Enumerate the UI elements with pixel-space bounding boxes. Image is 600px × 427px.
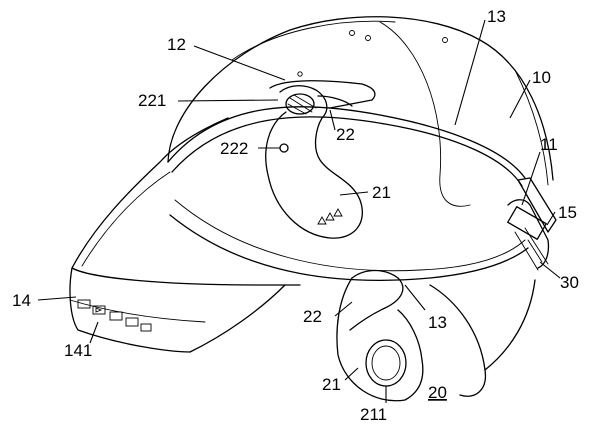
label-21-upper: 21: [372, 183, 391, 202]
label-30: 30: [560, 273, 579, 292]
label-13-top: 13: [487, 7, 506, 26]
stop-button-icon: [140, 323, 152, 332]
label-12: 12: [167, 35, 186, 54]
label-22-lower: 22: [303, 307, 322, 326]
ventilation-hole-icon: [297, 71, 303, 77]
label-211: 211: [360, 405, 387, 424]
cap-crown: [167, 16, 554, 207]
control-button-icon: [77, 299, 91, 309]
ventilation-hole-icon: [349, 30, 355, 36]
reference-labels: 12 13 10 221 22 222 11 21 15 30 14 22 13…: [12, 7, 579, 424]
label-11: 11: [540, 135, 558, 154]
label-20: 20: [428, 383, 447, 402]
label-222: 222: [220, 139, 248, 158]
play-button-icon: [92, 305, 106, 315]
earphone-pin-icon: [279, 143, 289, 153]
label-13-bottom: 13: [428, 313, 447, 332]
label-141: 141: [64, 341, 92, 360]
control-panel: [77, 299, 152, 332]
cap-band: [167, 106, 529, 281]
label-22-upper: 22: [336, 125, 355, 144]
ventilation-hole-icon: [442, 37, 448, 43]
label-14: 14: [12, 291, 31, 310]
upper-earphone-holder: [269, 80, 376, 119]
label-221: 221: [138, 91, 166, 110]
control-button-icon: [125, 317, 139, 327]
label-21-lower: 21: [322, 375, 341, 394]
label-10: 10: [532, 68, 551, 87]
leader-lines: [37, 19, 561, 403]
cap-visor: [69, 117, 301, 353]
ventilation-hole-icon: [365, 35, 371, 41]
control-button-icon: [109, 311, 123, 321]
side-module: [507, 177, 557, 271]
upper-earphone: [265, 111, 363, 239]
lower-earphone: [336, 269, 536, 402]
label-15: 15: [558, 203, 577, 222]
